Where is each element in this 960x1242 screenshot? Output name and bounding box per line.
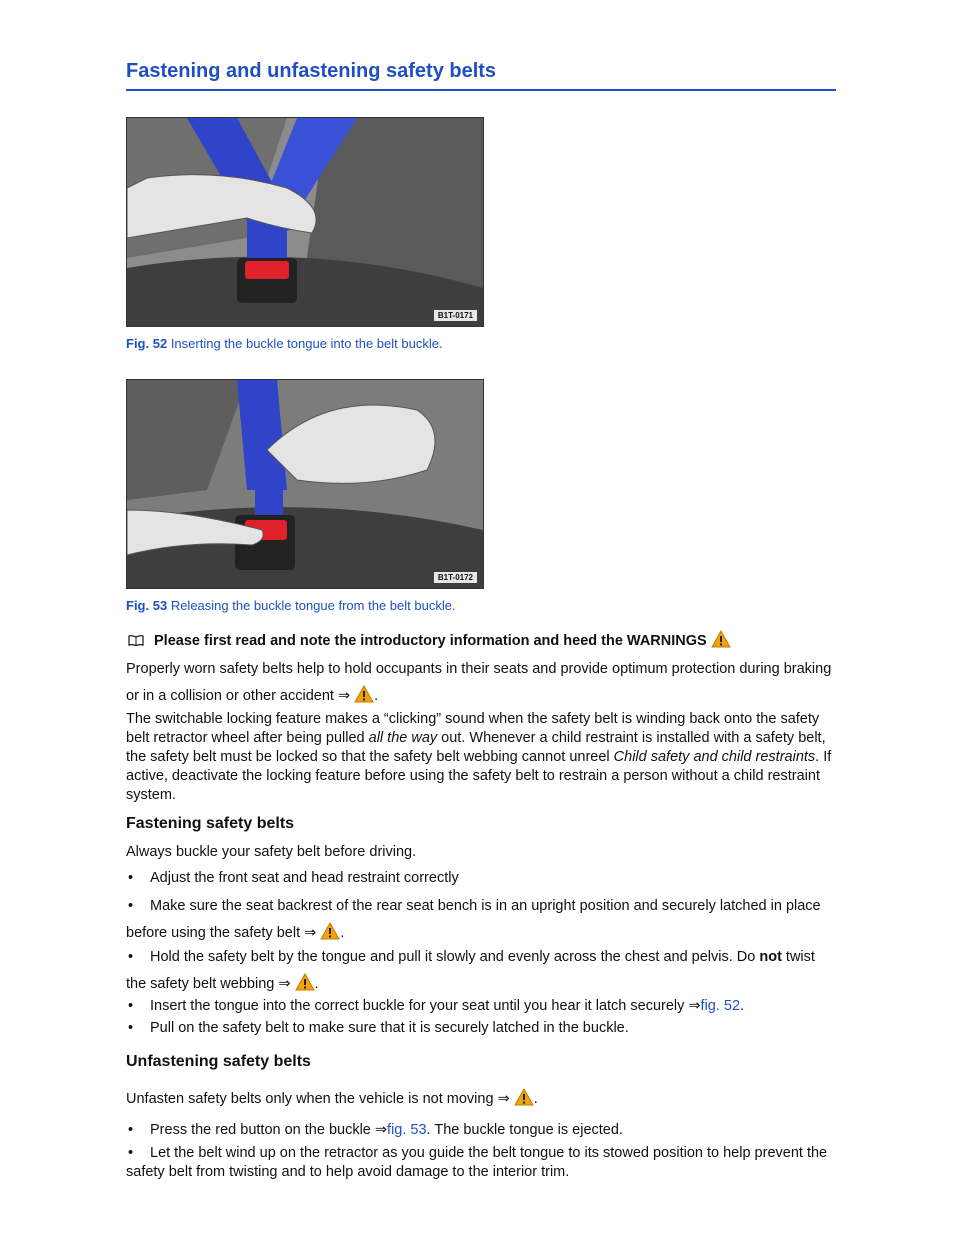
warning-triangle-icon[interactable] bbox=[294, 973, 315, 991]
list-item-text: Make sure the seat backrest of the rear … bbox=[126, 898, 821, 941]
list-item-text: Insert the tongue into the correct buckl… bbox=[150, 998, 701, 1014]
bullet-icon: • bbox=[128, 898, 134, 914]
heading-unfastening: Unfastening safety belts bbox=[126, 1053, 311, 1070]
emphasis-text: all the way bbox=[368, 730, 438, 746]
bullet-icon: • bbox=[128, 1020, 134, 1036]
book-icon bbox=[128, 635, 144, 646]
figure-code: B1T-0171 bbox=[433, 310, 477, 321]
link-fig-52[interactable]: fig. 52 bbox=[700, 998, 741, 1014]
paragraph-text: . If active, deactivate the locking feat… bbox=[126, 749, 832, 803]
figure-code: B1T-0172 bbox=[433, 572, 477, 583]
paragraph-locking: The switchable locking feature makes a “… bbox=[126, 710, 838, 805]
intro-note-text: Please first read and note the introduct… bbox=[154, 633, 707, 649]
list-item-text: Pull on the safety belt to make sure tha… bbox=[150, 1020, 629, 1036]
unfastening-intro: Unfasten safety belts only when the vehi… bbox=[126, 1088, 838, 1109]
paragraph-text: Properly worn safety belts help to hold … bbox=[126, 661, 832, 704]
list-item-text: Press the red button on the buckle ⇒ bbox=[150, 1122, 388, 1138]
figure-52-caption: Fig. 52 Inserting the buckle tongue into… bbox=[126, 336, 443, 351]
warning-triangle-icon[interactable] bbox=[710, 630, 731, 648]
bullet-icon: • bbox=[128, 870, 134, 886]
warning-triangle-icon[interactable] bbox=[513, 1088, 534, 1106]
paragraph-text: out. Whenever a child restraint is insta… bbox=[126, 730, 826, 765]
figure-52-image: B1T-0171 bbox=[126, 117, 484, 327]
list-item: • Pull on the safety belt to make sure th… bbox=[126, 1019, 838, 1038]
bullet-icon: • bbox=[128, 1145, 134, 1161]
figure-label: Fig. 53 bbox=[126, 598, 168, 613]
list-item-text: Hold the safety belt by the tongue and p… bbox=[150, 949, 760, 965]
paragraph-protection: Properly worn safety belts help to hold … bbox=[126, 661, 832, 704]
heading-fastening: Fastening safety belts bbox=[126, 815, 295, 832]
figure-label: Fig. 52 bbox=[126, 336, 168, 351]
list-item-text: . The buckle tongue is ejected. bbox=[426, 1122, 623, 1138]
paragraph-text: The switchable locking feature makes a “… bbox=[126, 711, 820, 746]
bullet-icon: • bbox=[128, 1122, 134, 1138]
list-item: • Hold the safety belt by the tongue and … bbox=[126, 944, 838, 998]
list-item-text: Adjust the front seat and head restraint… bbox=[150, 870, 459, 886]
bold-text: not bbox=[759, 949, 782, 965]
list-item-text: twist the safety belt webbing ⇒ bbox=[126, 949, 815, 992]
list-item: •Make sure the seat backrest of the rear… bbox=[126, 893, 838, 947]
list-item: •Let the belt wind up on the retractor a… bbox=[126, 1144, 838, 1182]
figure-53-image: B1T-0172 bbox=[126, 379, 484, 589]
bullet-icon: • bbox=[128, 998, 134, 1014]
paragraph-text: Unfasten safety belts only when the vehi… bbox=[126, 1091, 510, 1107]
warning-triangle-icon[interactable] bbox=[354, 685, 375, 703]
crossref-child-safety[interactable]: Child safety and child restraints bbox=[613, 749, 816, 765]
list-item: • Adjust the front seat and head restrain… bbox=[126, 869, 838, 888]
figure-caption-text: Releasing the buckle tongue from the bel… bbox=[170, 598, 456, 613]
warning-triangle-icon[interactable] bbox=[320, 922, 341, 940]
figure-53-caption: Fig. 53 Releasing the buckle tongue from… bbox=[126, 598, 456, 613]
link-fig-53[interactable]: fig. 53 bbox=[387, 1122, 427, 1138]
page-title: Fastening and unfastening safety belts bbox=[126, 60, 836, 91]
figure-caption-text: Inserting the buckle tongue into the bel… bbox=[170, 336, 443, 351]
intro-note: Please first read and note the introduct… bbox=[128, 630, 731, 649]
list-item-text: Let the belt wind up on the retractor as… bbox=[126, 1145, 828, 1180]
bullet-icon: • bbox=[128, 949, 134, 965]
list-item: • Press the red button on the buckle ⇒fig… bbox=[126, 1121, 838, 1140]
fastening-intro: Always buckle your safety belt before dr… bbox=[126, 844, 417, 860]
list-item: • Insert the tongue into the correct buck… bbox=[128, 998, 745, 1014]
